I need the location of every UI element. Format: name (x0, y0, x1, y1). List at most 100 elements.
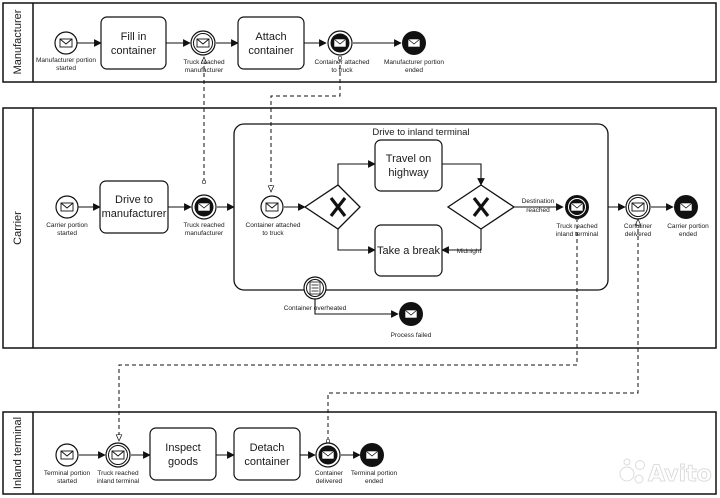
envelope-icon (631, 202, 645, 212)
event-label: manufacturer (185, 67, 224, 74)
event-label: ended (679, 231, 697, 238)
envelope-icon (404, 309, 418, 319)
envelope-icon (679, 202, 693, 212)
event-label: Container overheated (284, 305, 347, 312)
task-travel-on-highway[interactable]: Travel on highway (374, 139, 443, 192)
event-manufacturer-start: Manufacturer portion started (36, 31, 96, 72)
message-flows (119, 57, 638, 441)
event-label: Container attached (246, 222, 301, 229)
task-label: goods (168, 456, 198, 468)
flow-label-destination: Destination (522, 198, 555, 205)
envelope-icon (365, 450, 379, 460)
envelope-icon (60, 450, 74, 460)
event-label: Terminal portion (351, 470, 398, 477)
task-label: Take a break (377, 245, 440, 257)
task-fill-in-container[interactable]: Fill in container (100, 16, 167, 70)
envelope-icon (265, 202, 279, 212)
task-label: Travel on (386, 153, 431, 165)
event-label: ended (365, 478, 383, 485)
event-subprocess-start: Container attached to truck (246, 195, 301, 237)
event-carrier-end: Carrier portion ended (667, 195, 709, 238)
envelope-icon (570, 202, 584, 212)
event-label: Manufacturer portion (36, 57, 96, 64)
event-label: Terminal portion (44, 470, 91, 477)
event-label: Manufacturer portion (384, 59, 444, 66)
x-mark-icon (329, 197, 347, 217)
subprocess-title: Drive to inland terminal (372, 127, 469, 138)
watermark-text: Avito (648, 462, 712, 487)
event-process-failed: Process failed (391, 302, 432, 339)
task-label: container (248, 45, 294, 57)
event-truck-reached-terminal: Truck reached inland terminal (556, 195, 599, 238)
task-label: manufacturer (102, 208, 167, 220)
flow-label-midnight: Midnight (457, 248, 482, 255)
event-label: Container (624, 223, 653, 230)
gateway-exclusive-merge[interactable] (446, 184, 516, 230)
task-take-a-break[interactable]: Take a break (374, 224, 443, 277)
event-label: started (57, 478, 77, 485)
lane-label-manufacturer: Manufacturer (12, 9, 24, 74)
event-terminal-end: Terminal portion ended (351, 443, 398, 485)
envelope-icon (59, 38, 73, 48)
event-label: delivered (625, 231, 652, 238)
event-label: started (57, 230, 77, 237)
avito-watermark: Avito (619, 458, 712, 488)
event-inland-truck-reached: Truck reached inland terminal (97, 442, 140, 485)
task-label: highway (388, 167, 429, 179)
event-terminal-start: Terminal portion started (44, 443, 91, 485)
subprocess-drive-to-inland-terminal[interactable]: Drive to inland terminal (233, 123, 609, 291)
event-label: Truck reached (556, 223, 598, 230)
condition-document-icon (309, 281, 321, 295)
envelope-icon (333, 38, 347, 48)
gateway-exclusive-split[interactable] (303, 184, 361, 230)
event-label: inland terminal (97, 478, 140, 485)
envelope-icon (407, 38, 421, 48)
task-label: Attach (255, 31, 286, 43)
lane-label-carrier: Carrier (12, 211, 24, 245)
sequence-flows (77, 39, 674, 459)
envelope-icon (321, 450, 335, 460)
event-carrier-container-delivered: Container delivered (624, 194, 653, 238)
flow-label-destination: reached (526, 207, 550, 214)
event-label: ended (405, 67, 423, 74)
event-carrier-truck-reached: Truck reached manufacturer (183, 194, 225, 237)
event-label: Truck reached (183, 222, 225, 229)
event-mfr-truck-reached: Truck reached manufacturer (183, 30, 225, 74)
task-label: Drive to (115, 194, 153, 206)
event-label: started (56, 65, 76, 72)
task-drive-to-manufacturer[interactable]: Drive to manufacturer (99, 180, 169, 234)
task-label: Detach (250, 442, 285, 454)
task-label: Fill in (121, 31, 147, 43)
message-flow-container-attached (271, 58, 340, 192)
event-label: delivered (316, 478, 343, 485)
task-label: container (244, 456, 290, 468)
event-label: Truck reached (183, 59, 225, 66)
message-flow-container-delivered (328, 219, 638, 441)
envelope-icon (196, 38, 210, 48)
envelope-icon (60, 202, 74, 212)
task-label: container (111, 45, 157, 57)
envelope-icon (111, 450, 125, 460)
event-label: Container (315, 470, 344, 477)
avito-logo-icon (619, 458, 645, 484)
event-label: Carrier portion (46, 222, 88, 229)
event-label: to truck (331, 67, 353, 74)
envelope-icon (197, 202, 211, 212)
event-carrier-start: Carrier portion started (46, 195, 88, 237)
task-attach-container[interactable]: Attach container (237, 16, 305, 70)
event-manufacturer-end: Manufacturer portion ended (384, 31, 444, 74)
event-label: Truck reached (97, 470, 139, 477)
event-inland-container-delivered: Container delivered (315, 442, 344, 485)
event-label: Process failed (391, 332, 432, 339)
task-inspect-goods[interactable]: Inspect goods (149, 427, 217, 481)
event-label: Container attached (315, 59, 370, 66)
event-label: Carrier portion (667, 223, 709, 230)
lane-label-inland-terminal: Inland terminal (12, 417, 24, 489)
event-label: inland terminal (556, 231, 599, 238)
event-mfr-container-attached: Container attached to truck (315, 30, 370, 74)
x-mark-icon (472, 197, 490, 217)
task-label: Inspect (165, 442, 200, 454)
event-label: manufacturer (185, 230, 224, 237)
task-detach-container[interactable]: Detach container (233, 427, 301, 481)
